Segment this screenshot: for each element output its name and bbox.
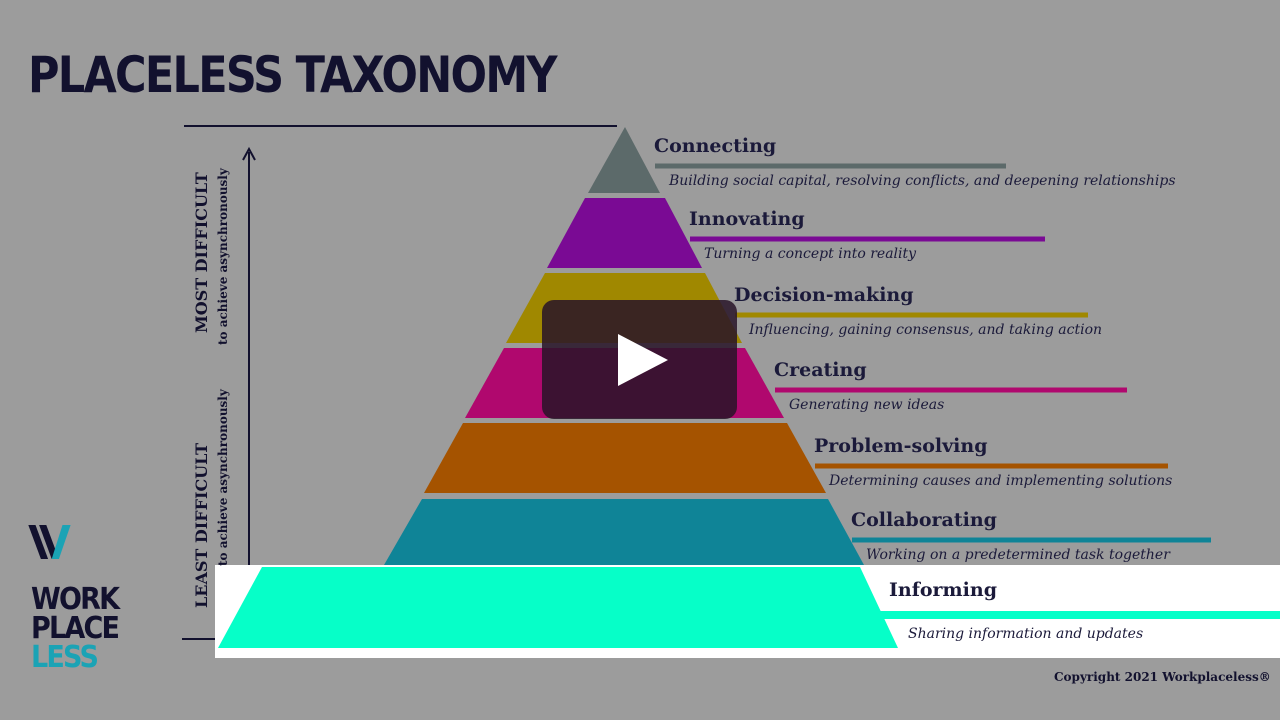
logo-w-icon — [28, 525, 71, 559]
least-difficult-sub: to achieve asynchronously — [216, 388, 230, 566]
level-description: Influencing, gaining consensus, and taki… — [748, 322, 1102, 338]
pyramid-level-problem-solving — [424, 423, 826, 493]
most-difficult-sub: to achieve asynchronously — [216, 167, 230, 345]
level-description: Working on a predetermined task together — [866, 547, 1171, 563]
workplaceless-logo: WORK PLACE LESS — [28, 525, 120, 675]
pyramid-level-collaborating — [384, 499, 864, 565]
play-icon — [618, 334, 668, 386]
level-description: Turning a concept into reality — [704, 246, 917, 262]
level-name: Collaborating — [851, 509, 997, 531]
level-name: Innovating — [689, 208, 805, 230]
level-description: Determining causes and implementing solu… — [828, 473, 1172, 489]
play-button[interactable] — [542, 300, 737, 419]
level-description: Generating new ideas — [789, 397, 944, 413]
logo-line2: PLACE — [31, 611, 120, 646]
least-difficult-label: LEAST DIFFICULT — [192, 443, 211, 608]
pyramid-level-innovating — [547, 198, 702, 268]
level-description: Sharing information and updates — [908, 626, 1143, 642]
level-name: Problem-solving — [814, 435, 988, 457]
pyramid-level-informing — [218, 567, 898, 648]
most-difficult-label: MOST DIFFICULT — [192, 172, 211, 333]
level-name: Informing — [889, 579, 997, 601]
level-name: Creating — [774, 359, 867, 381]
page-title: PLACELESS TAXONOMY — [28, 46, 558, 104]
logo-line1: WORK — [31, 582, 120, 617]
pyramid-level-connecting — [588, 127, 660, 193]
level-name: Decision-making — [734, 284, 914, 306]
level-name: Connecting — [654, 135, 776, 157]
level-description: Building social capital, resolving confl… — [668, 173, 1176, 189]
arrow-head-icon — [242, 146, 256, 161]
copyright: Copyright 2021 Workplaceless® — [1054, 670, 1271, 684]
logo-line3: LESS — [31, 640, 99, 675]
